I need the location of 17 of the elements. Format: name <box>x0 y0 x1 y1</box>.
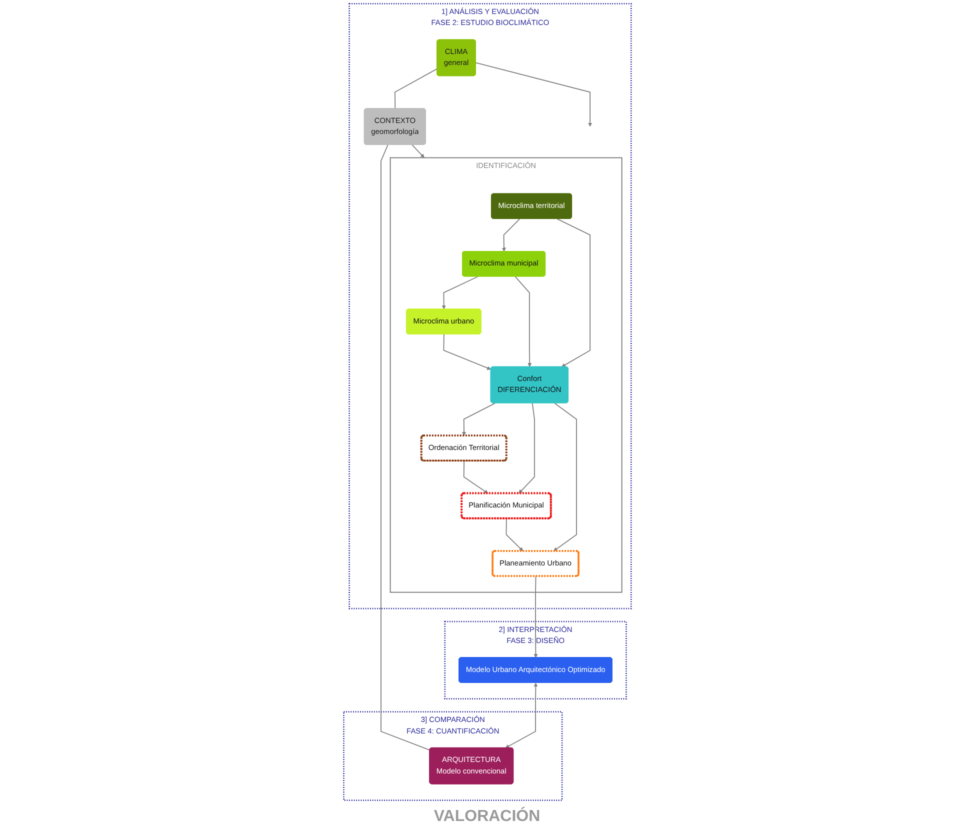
arrow <box>462 460 488 494</box>
arrow <box>505 518 523 552</box>
arrow <box>518 402 534 494</box>
arrow <box>474 62 592 127</box>
section-label: VALORACIÓN <box>434 808 540 826</box>
arrow <box>411 144 424 158</box>
arrow <box>442 334 491 370</box>
arrow <box>441 276 478 310</box>
arrow <box>514 276 532 368</box>
connector <box>394 68 438 110</box>
arrow <box>533 576 538 658</box>
arrow <box>556 218 590 368</box>
arrow <box>462 402 496 436</box>
arrow <box>504 682 538 748</box>
arrow <box>553 402 577 552</box>
arrow <box>501 218 520 252</box>
connector <box>380 144 430 751</box>
